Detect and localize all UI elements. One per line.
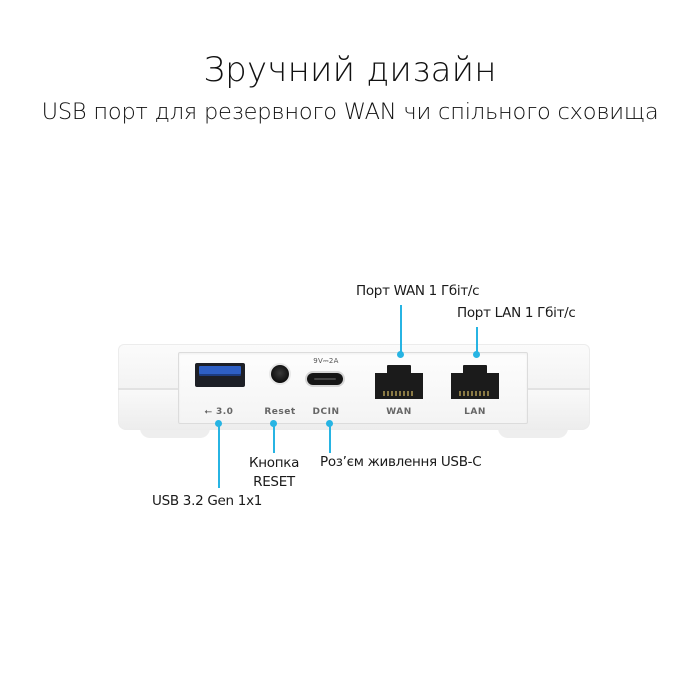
rj45-tab (463, 365, 487, 375)
lan-port (451, 365, 499, 399)
lan-port-label: LAN (464, 407, 486, 417)
callout-reset-line1: Кнопка (248, 455, 300, 471)
power-rating-label: 9V⎓2A (313, 357, 339, 365)
callout-lan-label: Порт LAN 1 Гбіт/с (457, 305, 576, 321)
usb-port-tongue (199, 366, 241, 374)
usb-port-label: ⭠ 3.0 (204, 407, 234, 417)
device-foot-right (498, 428, 568, 438)
callout-wan-line (400, 305, 402, 354)
callout-reset-line (273, 423, 275, 453)
wan-port (375, 365, 423, 399)
page-subtitle: USB порт для резервного WAN чи спільного… (41, 99, 659, 125)
dcin-port-label: DCIN (312, 407, 340, 417)
callout-usb-line (218, 423, 220, 488)
router-rear-view: 9V⎓2A ⭠ 3.0 Reset DCIN WAN LAN (118, 344, 590, 440)
callout-lan-line (476, 327, 478, 354)
callout-wan-dot (397, 351, 404, 358)
reset-port-label: Reset (264, 407, 296, 417)
usb-c-power-port (307, 373, 343, 385)
callout-usb-label: USB 3.2 Gen 1x1 (152, 493, 263, 509)
callout-dcin-line (329, 423, 331, 453)
callout-dcin-label: Роз’єм живлення USB-C (320, 454, 482, 470)
rj45-pins (383, 391, 415, 396)
wan-port-label: WAN (386, 407, 412, 417)
device-foot-left (140, 428, 210, 438)
callout-reset-line2: RESET (253, 474, 295, 490)
rj45-tab (387, 365, 411, 375)
reset-button (271, 365, 289, 383)
rj45-pins (459, 391, 491, 396)
callout-wan-label: Порт WAN 1 Гбіт/с (356, 283, 480, 299)
port-panel: 9V⎓2A ⭠ 3.0 Reset DCIN WAN LAN (178, 352, 528, 424)
page-title: Зручний дизайн (203, 50, 497, 90)
usb-a-port (195, 363, 245, 387)
callout-lan-dot (473, 351, 480, 358)
callout-reset-label: Кнопка RESET (244, 454, 304, 492)
